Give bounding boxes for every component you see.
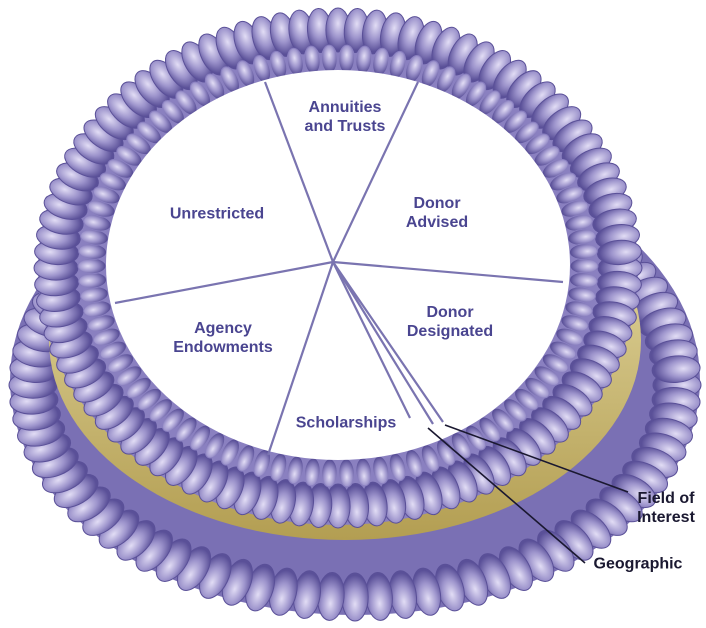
- lower-ruffle: [342, 573, 368, 621]
- section-label-donor-designated: Donor Designated: [407, 303, 493, 341]
- callout-label-field-of-interest: Field of Interest: [637, 489, 695, 527]
- section-label-scholarships: Scholarships: [296, 414, 396, 433]
- inner-ruffle: [321, 459, 337, 488]
- inner-ruffle: [78, 258, 106, 273]
- section-label-agency-endowments: Agency Endowments: [173, 319, 273, 357]
- inner-ruffle: [338, 45, 354, 74]
- section-label-unrestricted: Unrestricted: [170, 205, 264, 224]
- section-label-annuities-and-trusts: Annuities and Trusts: [305, 98, 386, 136]
- callout-label-geographic: Geographic: [594, 555, 683, 574]
- inner-ruffle: [570, 258, 598, 273]
- section-label-donor-advised: Donor Advised: [406, 194, 468, 232]
- inner-ruffle: [338, 459, 354, 488]
- inner-ruffle: [321, 45, 337, 74]
